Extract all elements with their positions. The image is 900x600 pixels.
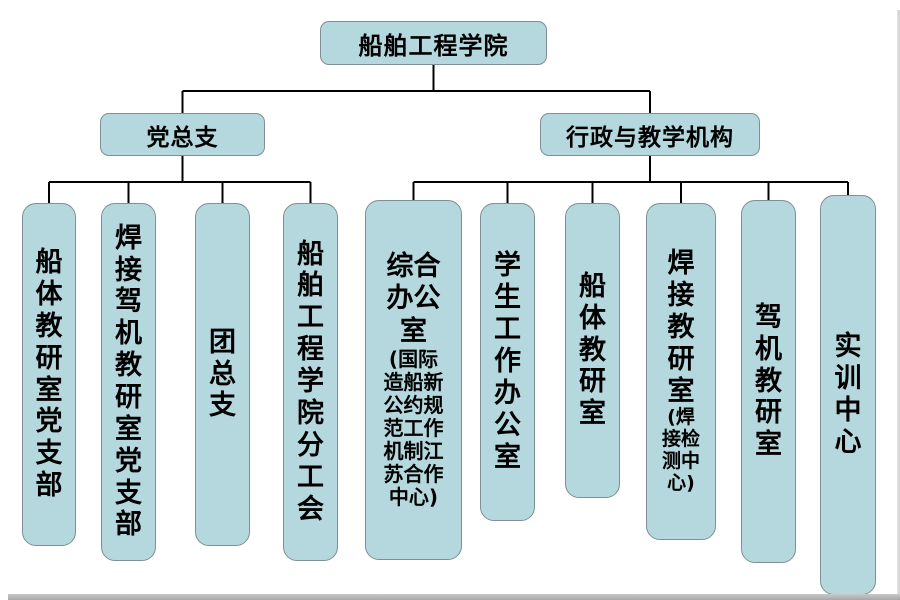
node-general-office: 综合办公室 (国际造船新公约规范工作机制江苏合作中心) [365, 200, 462, 560]
node-college-trade-union: 船 舶 工 程 学 院 分 工 会 [283, 203, 338, 561]
node-root-label: 船舶工程学院 [358, 31, 509, 60]
node-label: 船 体 教 研 室 党 支 部 [35, 247, 63, 502]
page-edge-shadow-bottom [8, 594, 900, 600]
node-sublabel: (焊接检测中心) [661, 406, 700, 494]
node-label: 焊 接 教 研 室 [667, 248, 695, 407]
node-admin-teaching-orgs-label: 行政与教学机构 [566, 124, 734, 151]
node-practical-training-center: 实 训 中 心 [820, 195, 876, 595]
node-label: 船 舶 工 程 学 院 分 工 会 [297, 238, 324, 525]
node-label: 驾 机 教 研 室 [755, 301, 782, 461]
node-label: 实 训 中 心 [834, 331, 862, 458]
node-engine-driving-teaching-office: 驾 机 教 研 室 [741, 200, 796, 563]
node-party-general-branch: 党总支 [100, 113, 265, 156]
node-sublabel: (国际造船新公约规范工作机制江苏合作中心) [383, 347, 444, 510]
node-welding-teaching-office: 焊 接 教 研 室 (焊接检测中心) [646, 203, 716, 540]
node-youth-league-general-branch: 团 总 支 [195, 203, 250, 546]
node-label: 综合办公室 [386, 250, 441, 347]
node-label: 团 总 支 [209, 326, 236, 422]
node-root: 船舶工程学院 [320, 21, 547, 65]
page-edge-shadow-right [897, 10, 900, 594]
node-hull-teaching-office: 船 体 教 研 室 [565, 203, 620, 498]
node-welding-engine-teaching-office-party-branch: 焊 接 驾 机 教 研 室 党 支 部 [101, 203, 156, 561]
node-party-general-branch-label: 党总支 [146, 124, 219, 151]
node-admin-teaching-orgs: 行政与教学机构 [540, 113, 760, 156]
node-label: 船 体 教 研 室 [579, 270, 606, 430]
node-label: 学 生 工 作 办 公 室 [494, 250, 521, 473]
node-hull-teaching-office-party-branch: 船 体 教 研 室 党 支 部 [22, 203, 76, 546]
node-student-affairs-office: 学 生 工 作 办 公 室 [480, 203, 535, 521]
node-label: 焊 接 驾 机 教 研 室 党 支 部 [115, 222, 142, 541]
